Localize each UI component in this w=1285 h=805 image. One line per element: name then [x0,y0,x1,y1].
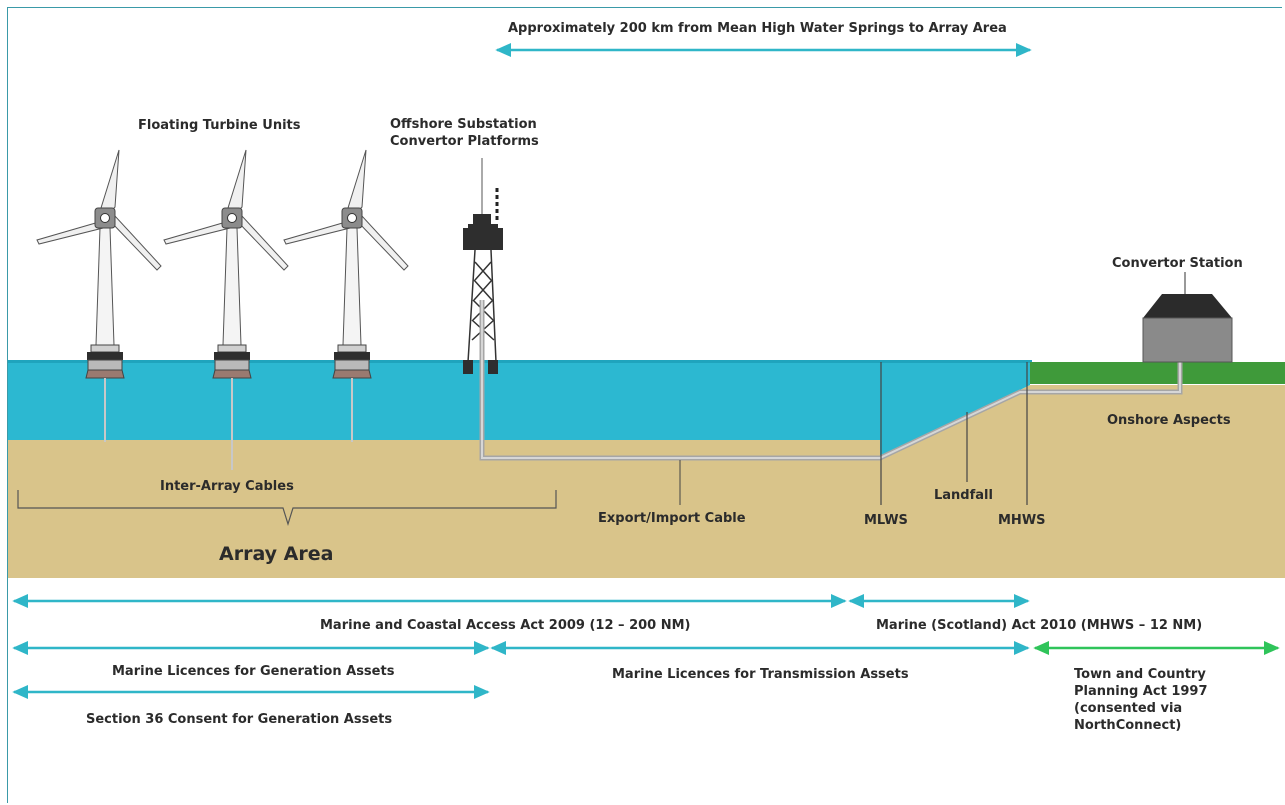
substation-label: Offshore Substation Convertor Platforms [390,117,539,149]
shore-slope [880,385,1285,458]
export-cable-label: Export/Import Cable [598,511,746,526]
land-strip [1030,362,1285,384]
diagram-frame [7,7,1282,803]
turbine-1 [36,149,162,442]
sea [8,362,1030,458]
sea-surface [8,360,1032,363]
licences-generation-label: Marine Licences for Generation Assets [112,664,395,679]
town-country-label: Town and Country Planning Act 1997 (cons… [1074,667,1208,733]
marine-scotland-act-label: Marine (Scotland) Act 2010 (MHWS – 12 NM… [876,618,1203,633]
turbines-label: Floating Turbine Units [138,118,301,133]
inter-array-label: Inter-Array Cables [160,479,294,494]
mhws-label: MHWS [998,513,1046,528]
seabed [8,440,1285,578]
licences-transmission-label: Marine Licences for Transmission Assets [612,667,909,682]
distance-label: Approximately 200 km from Mean High Wate… [508,21,1007,36]
convertor-station-label: Convertor Station [1112,256,1243,271]
mlws-label: MLWS [864,513,908,528]
section36-label: Section 36 Consent for Generation Assets [86,712,393,727]
convertor-station [1142,272,1233,363]
array-area-brace [17,490,557,527]
marine-coastal-act-label: Marine and Coastal Access Act 2009 (12 –… [320,618,691,633]
array-area-label: Array Area [219,543,334,565]
substation-platform [463,158,503,374]
turbine-2 [163,149,289,470]
landfall-label: Landfall [934,488,993,503]
turbine-3 [283,149,409,442]
onshore-label: Onshore Aspects [1107,413,1231,428]
